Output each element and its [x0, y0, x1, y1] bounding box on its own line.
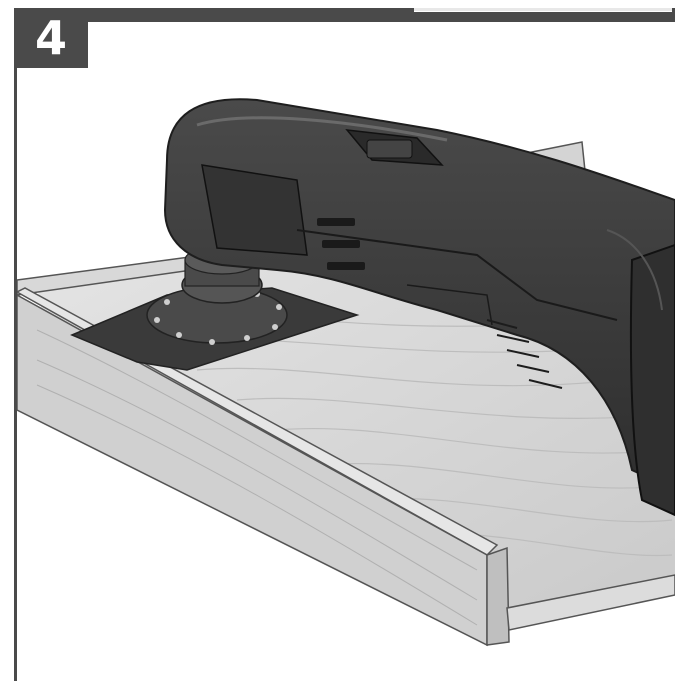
- panel-top-border: [14, 8, 675, 22]
- step-number-badge: 4: [14, 8, 88, 68]
- tray-front-rim-end: [486, 546, 510, 646]
- oscillating-tool: [70, 98, 675, 517]
- panel-left-border: [14, 8, 17, 681]
- top-border-highlight-line: [414, 11, 672, 12]
- multi-tool-cutting-illustration: [17, 98, 675, 647]
- grip-ribs: [486, 319, 563, 389]
- vent-slots: [317, 218, 365, 270]
- rim-grain: [36, 329, 478, 626]
- side-panel: [201, 164, 308, 256]
- tray-right-rim: [506, 574, 675, 631]
- top-border-highlight: [414, 8, 672, 11]
- battery-pack: [629, 243, 675, 517]
